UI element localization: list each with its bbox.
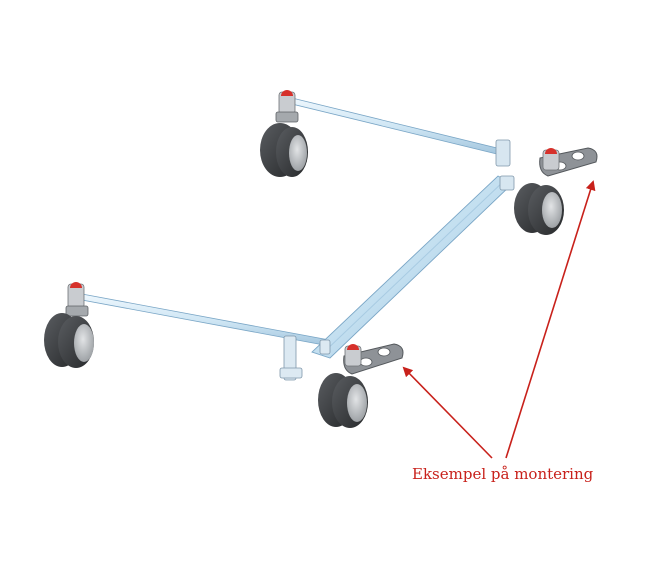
- caster-rear-left: [260, 90, 308, 177]
- caster-front-left: [44, 282, 94, 368]
- connecting-beam: [311, 175, 513, 359]
- front-axle-rod: [81, 293, 341, 349]
- caster-rear-right: [514, 147, 598, 235]
- front-bracket: [279, 335, 331, 381]
- caster-front-right: [318, 343, 404, 428]
- arrow-to-front-plate: [402, 366, 493, 459]
- arrow-to-rear-plate: [505, 180, 596, 459]
- annotation-label: Eksempel på montering: [412, 465, 594, 483]
- rear-axle-rod: [291, 97, 506, 157]
- rear-bracket: [495, 139, 515, 191]
- annotation-arrows: [402, 180, 596, 459]
